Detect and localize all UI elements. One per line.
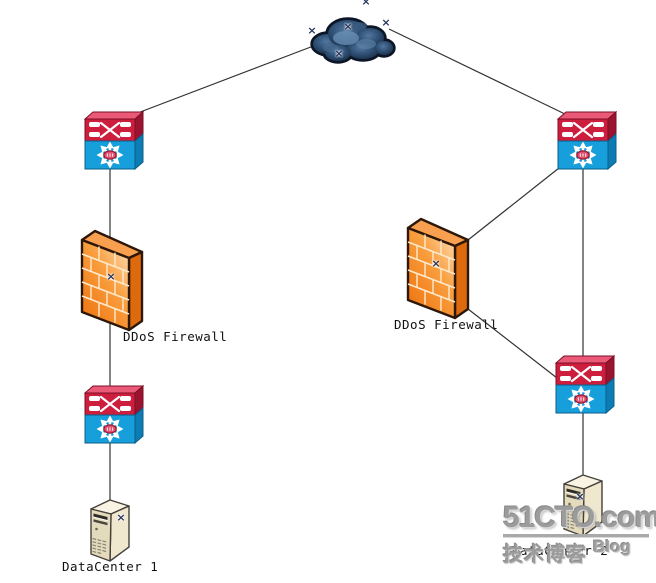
connection-point-icon: × xyxy=(343,20,353,33)
switch-bottom-right-icon[interactable] xyxy=(555,352,615,414)
internet-cloud-icon[interactable] xyxy=(306,4,398,68)
connection-point-icon: × xyxy=(116,511,126,524)
watermark-tagline-cn: 技术博客 xyxy=(503,544,587,566)
connection-point-icon: × xyxy=(106,270,116,283)
watermark-brand: 51CTO.com xyxy=(503,501,656,534)
edge-firewall-to-bottom-switch xyxy=(467,308,558,379)
firewall-right-label: DDoS Firewall xyxy=(394,317,499,332)
connection-point-icon: × xyxy=(361,0,371,8)
connection-point-icon: × xyxy=(431,257,441,270)
watermark: 51CTO.com 技术博客 Blog xyxy=(503,501,656,567)
connection-point-icon: × xyxy=(307,24,317,37)
connection-point-icon: × xyxy=(381,16,391,29)
datacenter-right-label: DataCenter 2 xyxy=(512,543,609,558)
connection-point-icon: × xyxy=(334,47,344,60)
firewall-left-label: DDoS Firewall xyxy=(123,329,228,344)
switch-top-right-icon[interactable] xyxy=(557,108,617,170)
connection-point-icon: × xyxy=(575,490,585,503)
switch-top-left-icon[interactable] xyxy=(84,108,144,170)
datacenter-left-label: DataCenter 1 xyxy=(62,559,159,574)
watermark-rule xyxy=(503,534,649,537)
edge-cloud-to-right-switch xyxy=(388,28,568,116)
watermark-tagline-en: Blog xyxy=(593,537,631,556)
edge-right-switch-to-firewall xyxy=(467,167,560,241)
switch-bottom-left-icon[interactable] xyxy=(84,382,144,444)
server-left-icon[interactable] xyxy=(86,497,132,565)
edge-cloud-to-left-switch xyxy=(134,44,317,115)
